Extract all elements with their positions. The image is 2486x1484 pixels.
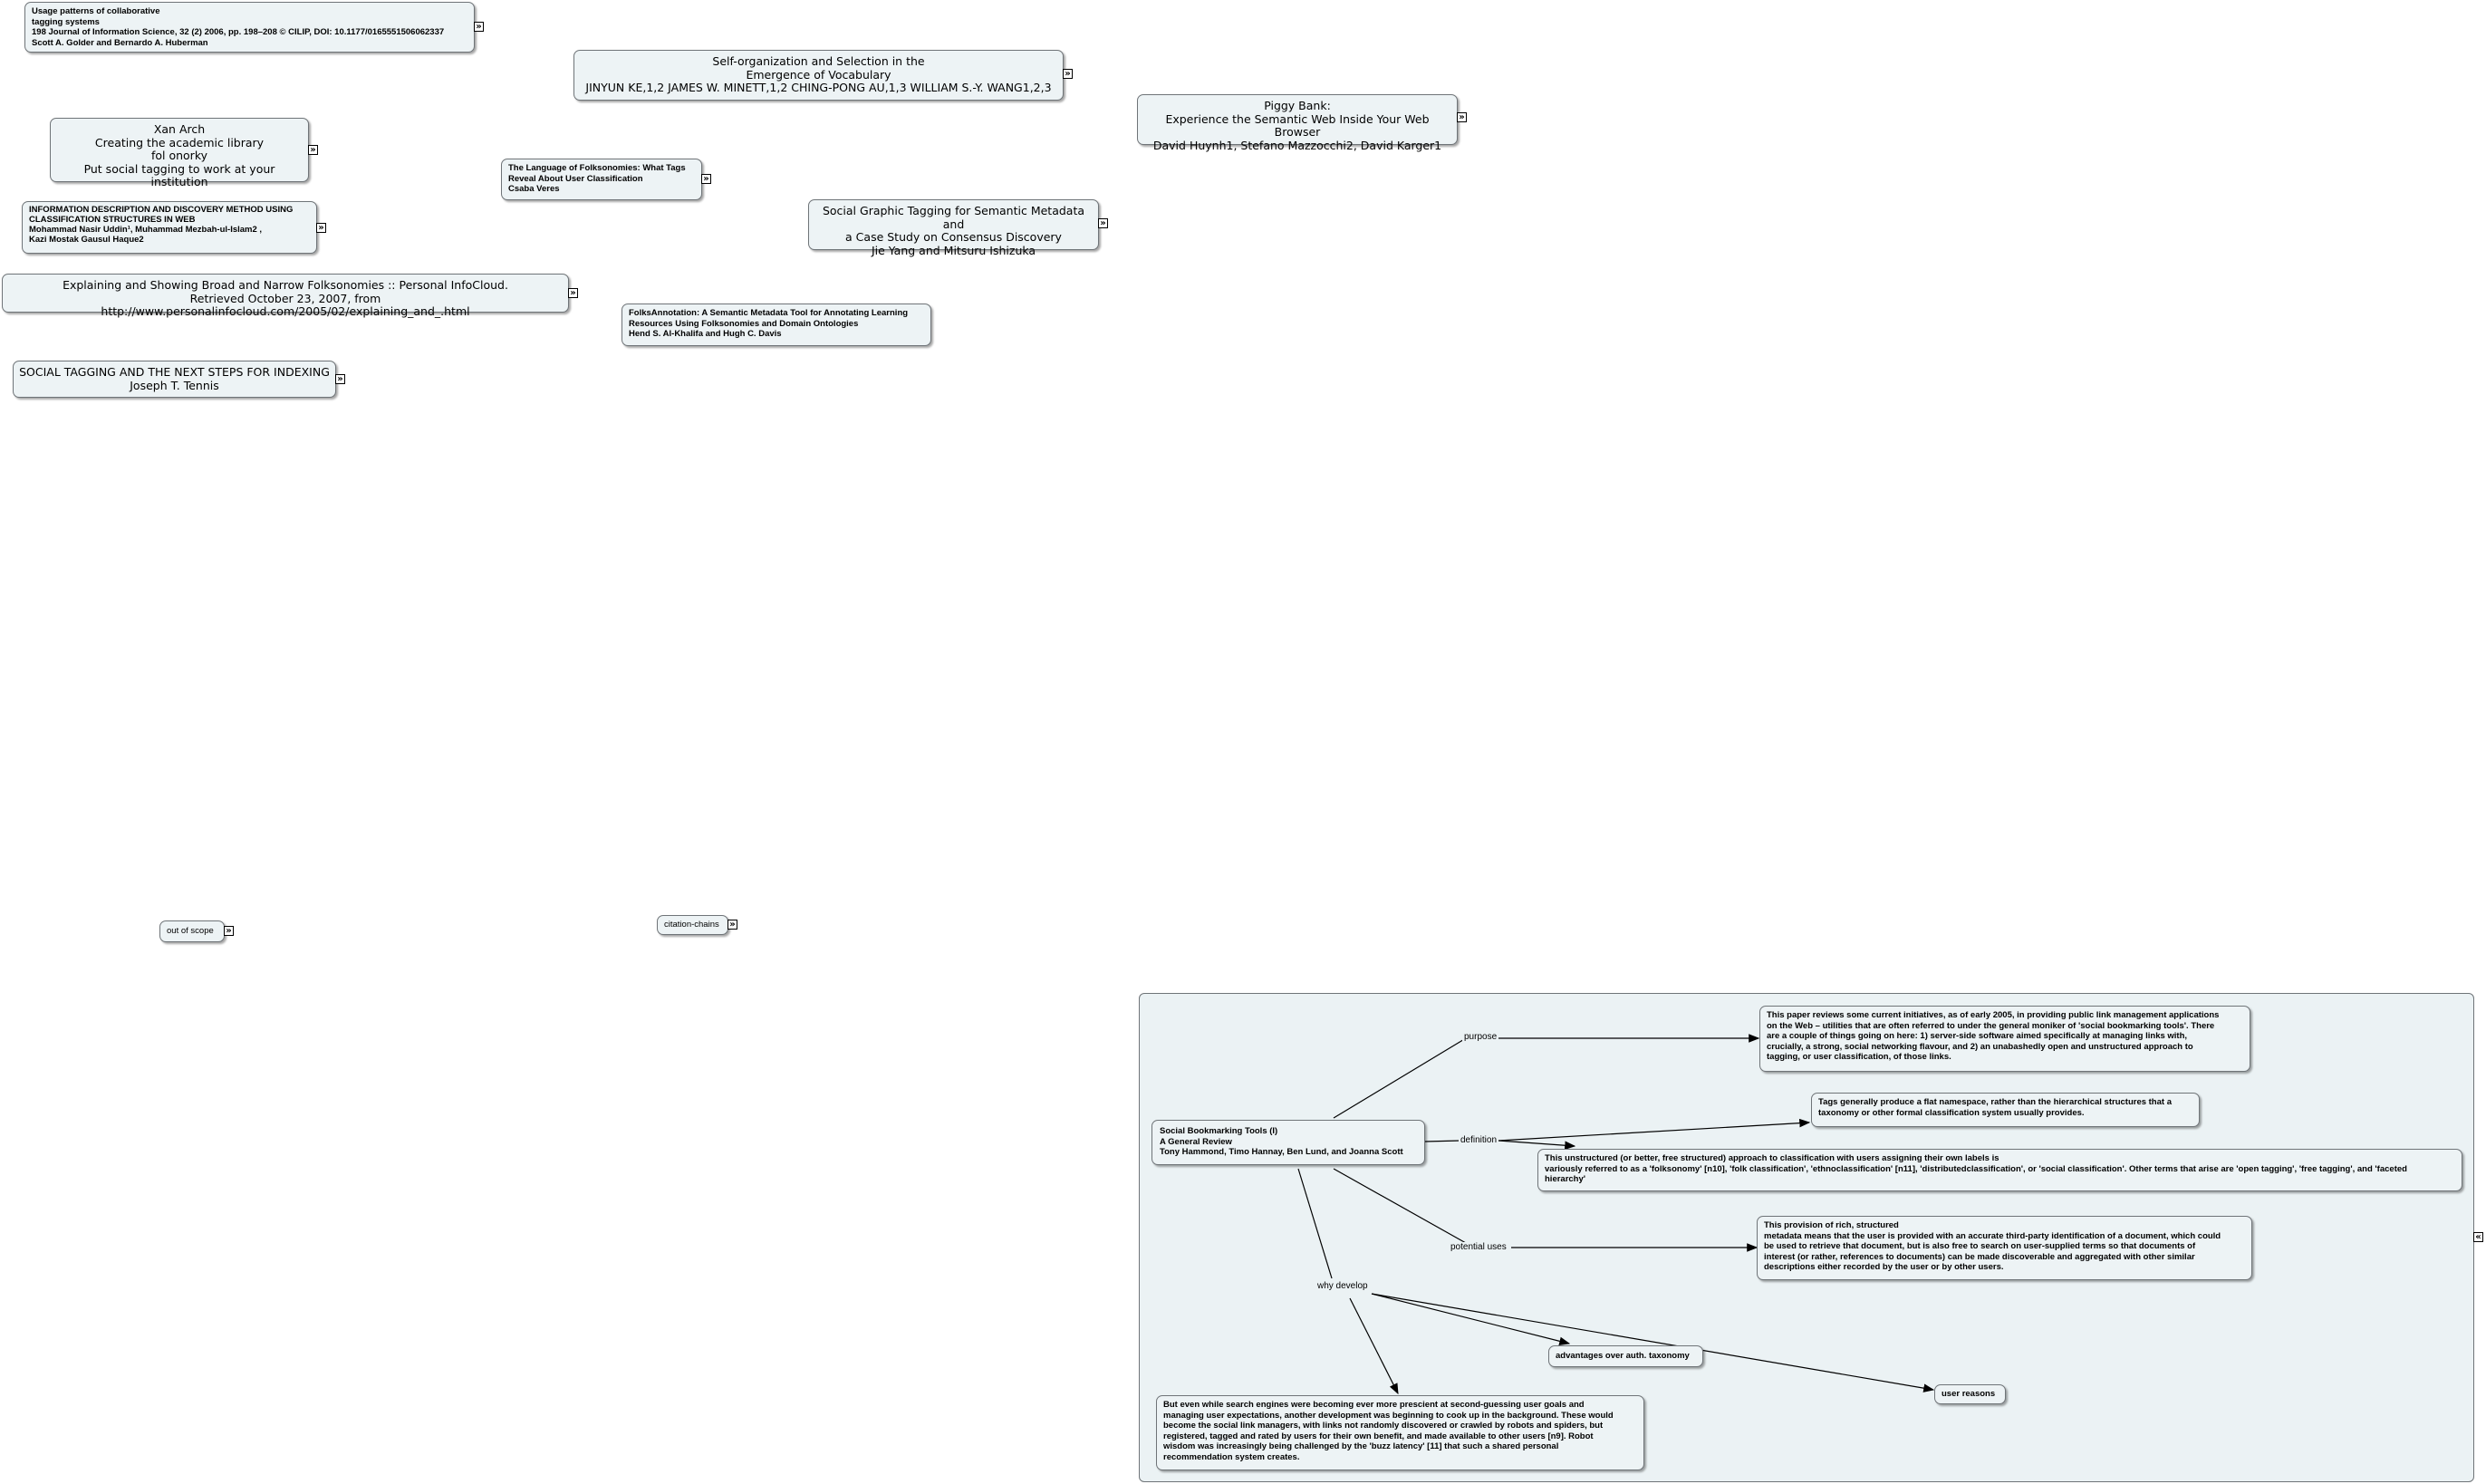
collapse-icon[interactable]: « (2473, 1232, 2483, 1242)
link-why-out (1349, 1297, 1399, 1395)
node-language-of-folksonomies[interactable]: The Language of Folksonomies: What Tags … (501, 159, 702, 200)
node-self-organization[interactable]: Self-organization and Selection in the E… (573, 50, 1064, 101)
node-information-description[interactable]: INFORMATION DESCRIPTION AND DISCOVERY ME… (22, 201, 317, 254)
node-definition-flat-namespace[interactable]: Tags generally produce a flat namespace,… (1811, 1093, 2200, 1127)
node-out-of-scope[interactable]: out of scope (159, 920, 225, 942)
node-xan-arch[interactable]: Xan Arch Creating the academic library f… (50, 118, 309, 188)
node-why-develop-text[interactable]: But even while search engines were becom… (1156, 1395, 1644, 1470)
label-potential-uses: potential uses (1449, 1242, 1508, 1253)
node-social-bookmarking-tools[interactable]: Social Bookmarking Tools (I) A General R… (1151, 1120, 1425, 1165)
expand-icon[interactable]: » (1457, 112, 1467, 122)
link-user-reasons (1371, 1293, 1935, 1392)
node-potential-uses-text[interactable]: This provision of rich, structured metad… (1757, 1216, 2252, 1280)
expand-icon[interactable]: » (1098, 218, 1108, 228)
expand-icon[interactable]: » (568, 288, 578, 298)
expand-icon[interactable]: » (1063, 69, 1073, 79)
expand-icon[interactable]: » (316, 223, 326, 233)
node-definition-folksonomy[interactable]: This unstructured (or better, free struc… (1537, 1149, 2462, 1191)
link-definition-in (1424, 1140, 1461, 1142)
expand-icon[interactable]: » (308, 145, 318, 155)
node-usage-patterns[interactable]: Usage patterns of collaborative tagging … (24, 2, 475, 53)
expand-icon[interactable]: » (701, 174, 711, 184)
link-advantages (1371, 1293, 1571, 1346)
expand-icon[interactable]: » (224, 926, 234, 936)
link-why-in (1297, 1168, 1333, 1279)
label-why-develop: why develop (1315, 1281, 1370, 1292)
expand-icon[interactable]: » (474, 22, 484, 32)
node-social-tagging-indexing[interactable]: SOCIAL TAGGING AND THE NEXT STEPS FOR IN… (13, 361, 336, 398)
link-definition-out2 (1498, 1140, 1576, 1151)
expand-icon[interactable]: » (727, 920, 737, 930)
label-definition: definition (1459, 1135, 1499, 1146)
label-purpose: purpose (1462, 1032, 1499, 1043)
node-advantages-taxonomy[interactable]: advantages over auth. taxonomy (1548, 1345, 1703, 1367)
link-definition-out1 (1498, 1118, 1811, 1142)
node-piggy-bank[interactable]: Piggy Bank: Experience the Semantic Web … (1137, 94, 1458, 151)
node-explaining-folksonomies[interactable]: Explaining and Showing Broad and Narrow … (2, 274, 569, 318)
node-social-graphic-tagging[interactable]: Social Graphic Tagging for Semantic Meta… (808, 199, 1099, 256)
node-folks-annotation[interactable]: FolksAnnotation: A Semantic Metadata Too… (622, 304, 931, 346)
link-purpose-in (1333, 1037, 1467, 1119)
link-potential-in (1333, 1168, 1467, 1244)
node-purpose-text[interactable]: This paper reviews some current initiati… (1759, 1006, 2250, 1072)
expand-icon[interactable]: » (335, 374, 345, 384)
node-user-reasons[interactable]: user reasons (1934, 1384, 2006, 1404)
